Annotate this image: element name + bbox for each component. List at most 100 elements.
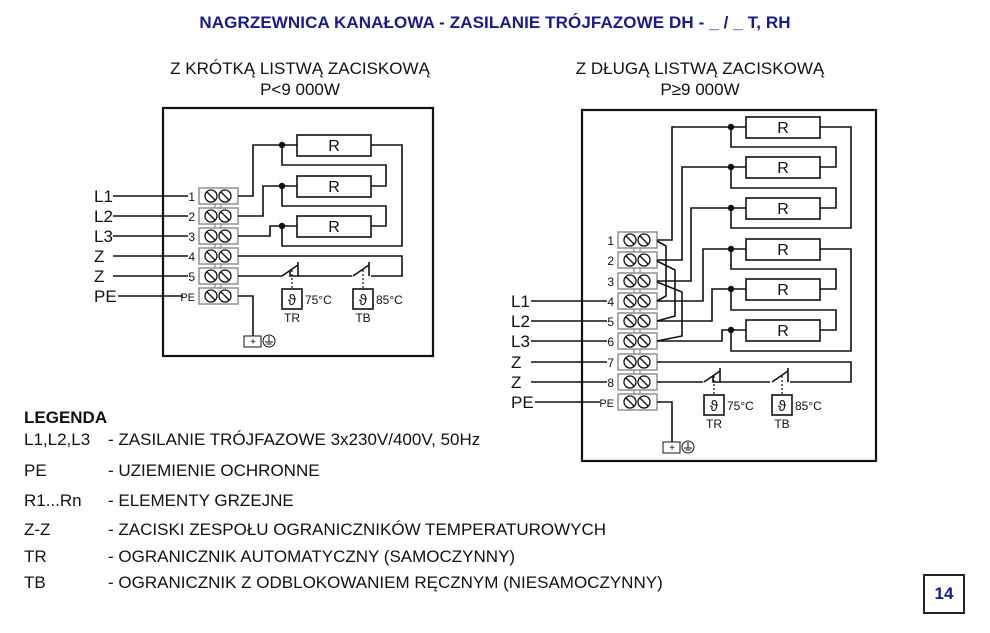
terminal-number: 1	[188, 190, 195, 204]
theta-symbol: ϑ	[778, 398, 787, 415]
legend-desc: - OGRANICZNIK Z ODBLOKOWANIEM RĘCZNYM (N…	[108, 573, 663, 592]
resistor-label: R	[328, 179, 340, 196]
screw-slot	[639, 336, 649, 346]
screw-slot	[639, 276, 649, 286]
screw-slot	[220, 251, 230, 261]
screw-slot	[625, 377, 635, 387]
screw-slot	[220, 211, 230, 221]
wire	[238, 144, 297, 197]
wire	[730, 249, 837, 290]
left-heading-text: Z KRÓTKĄ LISTWĄ ZACISKOWĄ	[170, 59, 430, 78]
wire	[657, 207, 746, 282]
wire	[238, 295, 254, 341]
legend-key: L1,L2,L3	[24, 430, 91, 449]
wire	[281, 144, 403, 247]
resistor-label: R	[777, 242, 789, 259]
screw-slot	[625, 316, 635, 326]
theta-symbol: ϑ	[288, 292, 297, 309]
switch-contact	[703, 370, 721, 383]
input-label: L3	[511, 332, 530, 351]
screw-slot	[206, 251, 216, 261]
resistor-label: R	[777, 323, 789, 340]
page-number: 14	[923, 574, 965, 614]
screw-slot	[639, 316, 649, 326]
left-heading: Z KRÓTKĄ LISTWĄ ZACISKOWĄ P<9 000W	[120, 58, 480, 100]
wire	[657, 248, 746, 302]
legend-item: Z-Z- ZACISKI ZESPOŁU OGRANICZNIKÓW TEMPE…	[24, 520, 606, 540]
thermostat-icon	[281, 288, 303, 310]
wire	[238, 225, 297, 237]
input-label: Z	[94, 267, 104, 286]
input-label: Z	[94, 247, 104, 266]
wire	[657, 126, 746, 241]
input-label: L2	[94, 207, 113, 226]
input-label: L2	[511, 312, 530, 331]
screw-slot	[625, 235, 635, 245]
wire	[730, 248, 852, 352]
ground-terminal-icon	[243, 335, 262, 348]
ground-plus: +	[669, 443, 675, 454]
wire	[657, 288, 746, 322]
screw-slot	[220, 231, 230, 241]
legend-item: TB - OGRANICZNIK Z ODBLOKOWANIEM RĘCZNYM …	[24, 573, 663, 593]
thermostat-icon	[771, 394, 793, 416]
switch-contact	[281, 264, 299, 277]
left-enclosure	[161, 106, 435, 358]
resistor-label: R	[777, 282, 789, 299]
screw-slot	[639, 397, 649, 407]
resistor-label: R	[328, 138, 340, 155]
terminal-number: PE	[599, 398, 614, 410]
legend-item: TR- OGRANICZNIK AUTOMATYCZNY (SAMOCZYNNY…	[24, 547, 515, 567]
terminal-number: 2	[607, 254, 614, 268]
screw-slot	[639, 235, 649, 245]
wire	[289, 270, 352, 277]
resistor-label: R	[777, 120, 789, 137]
terminal-number: 6	[607, 335, 614, 349]
terminal-number: 1	[607, 234, 614, 248]
screw-slot	[639, 357, 649, 367]
screw-slot	[625, 276, 635, 286]
wire	[238, 185, 297, 217]
wire	[730, 127, 837, 168]
left-power-text: P<9 000W	[260, 80, 340, 99]
limiter-name: TB	[355, 311, 370, 325]
screw-slot	[206, 271, 216, 281]
wire	[281, 145, 387, 187]
screw-slot	[625, 397, 635, 407]
wire	[730, 289, 837, 331]
limiter-temperature: 85°C	[376, 293, 403, 307]
screw-slot	[220, 291, 230, 301]
legend-desc: - ELEMENTY GRZEJNE	[108, 491, 294, 510]
wire	[238, 255, 403, 277]
screw-slot	[206, 231, 216, 241]
right-heading-text: Z DŁUGĄ LISTWĄ ZACISKOWĄ	[575, 59, 825, 78]
limiter-name: TB	[774, 417, 789, 431]
resistor-label: R	[328, 219, 340, 236]
right-enclosure	[580, 108, 878, 463]
terminal-number: PE	[180, 292, 195, 304]
input-label: L3	[94, 227, 113, 246]
thermostat-icon	[703, 394, 725, 416]
legend-key: TB	[24, 573, 46, 592]
legend-desc: - ZACISKI ZESPOŁU OGRANICZNIKÓW TEMPERAT…	[108, 520, 607, 539]
screw-slot	[625, 336, 635, 346]
input-label: L1	[511, 292, 530, 311]
legend-desc: - ZASILANIE TRÓJFAZOWE 3x230V/400V, 50Hz	[108, 430, 481, 449]
input-label: PE	[511, 393, 534, 412]
wire	[657, 166, 746, 261]
terminal-number: 3	[607, 275, 614, 289]
screw-slot	[220, 191, 230, 201]
switch-contact	[352, 264, 370, 277]
terminal-number: 8	[607, 376, 614, 390]
wire	[730, 167, 837, 209]
screw-slot	[206, 211, 216, 221]
page-title: NAGRZEWNICA KANAŁOWA - ZASILANIE TRÓJFAZ…	[199, 13, 791, 32]
screw-slot	[220, 271, 230, 281]
terminal-number: 4	[607, 295, 614, 309]
thermostat-icon	[352, 288, 374, 310]
terminal-number: 3	[188, 230, 195, 244]
wire	[657, 361, 852, 383]
legend-item: R1...Rn- ELEMENTY GRZEJNE	[24, 491, 294, 511]
jumper-wire	[656, 240, 667, 302]
